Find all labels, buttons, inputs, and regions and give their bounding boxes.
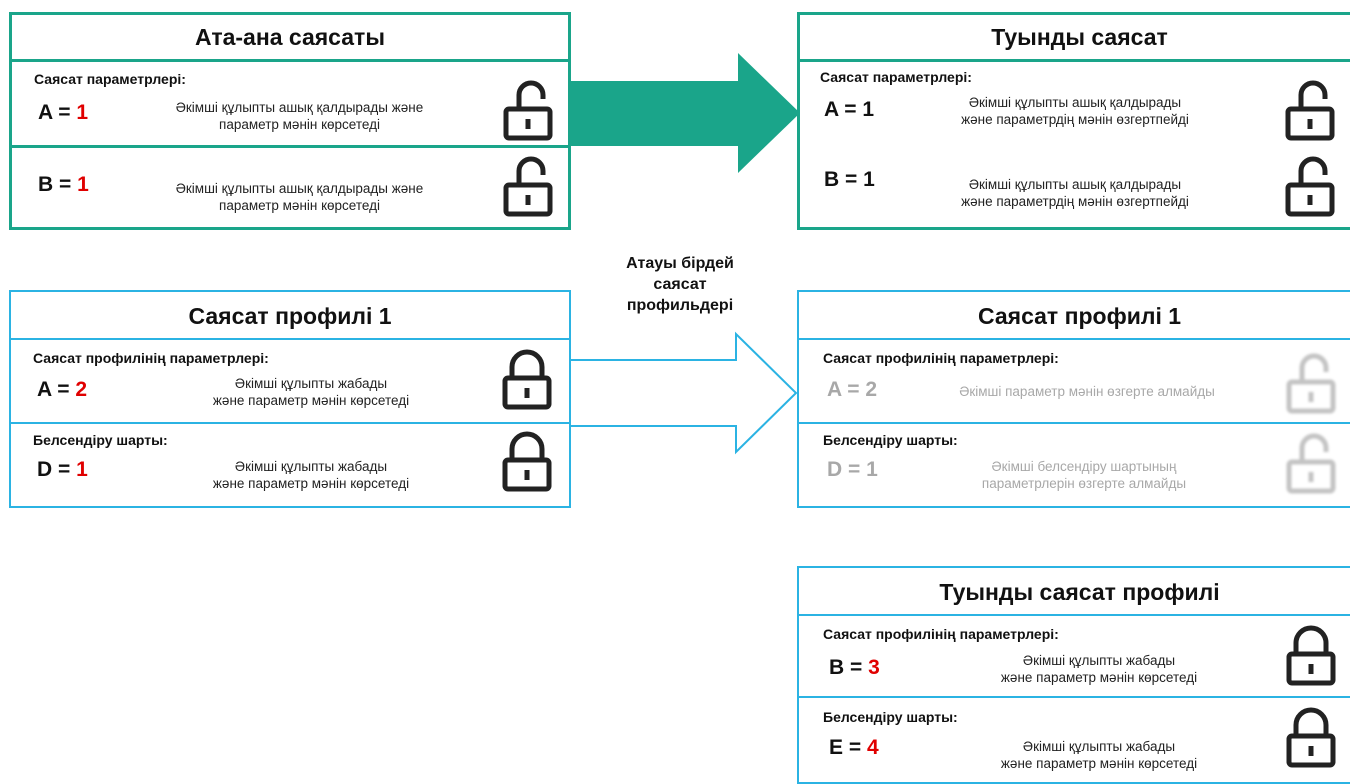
param-b: B = 1 [38, 173, 89, 196]
param-b: B = 1 [824, 168, 875, 191]
param-a: A = 2 [37, 378, 88, 401]
param-a-description: Әкімші параметр мәнін өзгерте алмайды [959, 384, 1215, 399]
divider [11, 338, 569, 340]
child-policy-title: Туынды саясат [991, 24, 1168, 50]
profile-title: Саясат профилі 1 [977, 303, 1182, 329]
section-label: Саясат параметрлері: [34, 71, 186, 87]
divider [12, 145, 568, 148]
divider [799, 338, 1350, 340]
child-policy-profile-box: Туынды саясат профилі Саясат профилінің … [797, 566, 1350, 784]
divider [799, 422, 1350, 424]
divider [799, 696, 1350, 698]
profile-title: Саясат профилі 1 [188, 303, 392, 329]
locked-lock-icon [502, 430, 552, 492]
section-label: Саясат профилінің параметрлері: [823, 626, 1059, 642]
policy-profile-left-box: Саясат профилі 1 Саясат профилінің парам… [9, 290, 571, 508]
param-d: D = 1 [37, 458, 88, 481]
param-e: E = 4 [829, 736, 879, 759]
parent-policy-box: Ата-ана саясаты Саясат параметрлері: A =… [9, 12, 571, 230]
locked-lock-icon [1286, 624, 1336, 686]
inheritance-arrow [570, 53, 800, 173]
section-label: Саясат профилінің параметрлері: [823, 350, 1059, 366]
param-d: D = 1 [827, 458, 878, 481]
section-label: Саясат параметрлері: [820, 69, 972, 85]
section-label: Белсендіру шарты: [823, 432, 958, 448]
param-a: A = 1 [38, 101, 89, 124]
divider [12, 59, 568, 62]
child-policy-box: Туынды саясат Саясат параметрлері: A = 1… [797, 12, 1350, 230]
unlocked-lock-icon [1285, 79, 1335, 141]
param-a: A = 2 [827, 378, 878, 401]
section-label: Белсендіру шарты: [823, 709, 958, 725]
divider [11, 422, 569, 424]
unlocked-lock-icon [503, 79, 553, 141]
unlocked-lock-icon [1285, 155, 1335, 217]
divider [799, 614, 1350, 616]
param-b: B = 3 [829, 656, 880, 679]
param-a: A = 1 [824, 98, 875, 121]
divider [800, 59, 1350, 62]
section-label: Белсендіру шарты: [33, 432, 168, 448]
profile-title: Туынды саясат профилі [939, 579, 1220, 605]
unlocked-lock-icon [503, 155, 553, 217]
policy-profile-right-box: Саясат профилі 1 Саясат профилінің парам… [797, 290, 1350, 508]
profile-match-arrow [569, 331, 798, 455]
section-label: Саясат профилінің параметрлері: [33, 350, 269, 366]
disabled-lock-icon [1286, 352, 1336, 414]
locked-lock-icon [1286, 706, 1336, 768]
disabled-lock-icon [1286, 432, 1336, 494]
locked-lock-icon [502, 348, 552, 410]
same-name-profiles-label: Атауы бірдей саясат профильдері [626, 255, 734, 314]
parent-policy-title: Ата-ана саясаты [195, 24, 385, 50]
